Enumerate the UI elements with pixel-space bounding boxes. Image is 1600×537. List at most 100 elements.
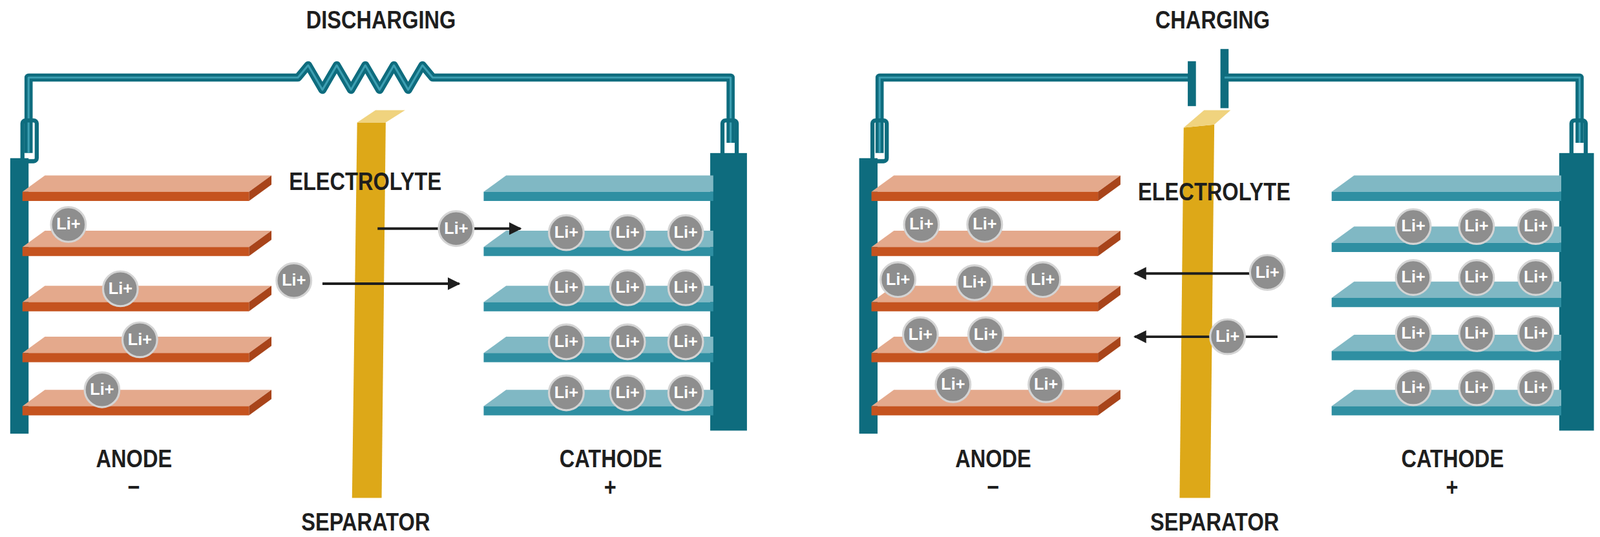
lithium-ion: Li+: [1027, 366, 1065, 404]
ion-label: Li+: [615, 333, 640, 350]
ion-label: Li+: [908, 326, 933, 343]
ion-label: Li+: [281, 272, 306, 289]
ion-label: Li+: [972, 216, 997, 233]
ion-label: Li+: [1215, 328, 1240, 345]
wire: [1224, 77, 1580, 143]
ion-arrow: [322, 282, 460, 285]
ion-label: Li+: [1523, 218, 1548, 235]
ion-label: Li+: [554, 279, 579, 296]
charging-cell: [859, 49, 1595, 499]
lithium-ion: Li+: [1517, 208, 1555, 245]
part-label: ANODE: [954, 447, 1031, 472]
ion-label: Li+: [962, 274, 987, 291]
cathode-collector: [710, 153, 748, 432]
ion-label: Li+: [56, 216, 81, 233]
lithium-ion: Li+: [121, 321, 159, 358]
lithium-ion: Li+: [667, 374, 705, 412]
lithium-ion: Li+: [609, 214, 647, 252]
ion-label: Li+: [1523, 325, 1548, 342]
lithium-ion: Li+: [1458, 369, 1496, 407]
lithium-ion: Li+: [967, 316, 1005, 354]
part-label: SEPARATOR: [1149, 510, 1279, 536]
lithium-ion: Li+: [1458, 259, 1496, 296]
ion-label: Li+: [89, 381, 114, 399]
lithium-ion: Li+: [667, 269, 705, 307]
ion-label: Li+: [615, 279, 640, 296]
ion-label: Li+: [615, 224, 640, 241]
lithium-ion: Li+: [1517, 315, 1555, 353]
lithium-ion: Li+: [547, 269, 585, 307]
ion-label: Li+: [1030, 271, 1055, 288]
ion-label: Li+: [1523, 269, 1548, 286]
lithium-ion: Li+: [83, 371, 121, 409]
ion-label: Li+: [1400, 379, 1425, 396]
ion-label: Li+: [1400, 269, 1425, 286]
lithium-ion: Li+: [609, 323, 647, 361]
ion-label: Li+: [940, 376, 965, 393]
lithium-ion: Li+: [1395, 259, 1432, 296]
lithium-ion: Li+: [1395, 315, 1432, 353]
part-label: ANODE: [95, 447, 172, 472]
ion-label: Li+: [1400, 325, 1425, 342]
part-label: CATHODE: [558, 447, 662, 472]
lithium-ion: Li+: [1458, 208, 1496, 245]
lithium-ion: Li+: [1517, 369, 1555, 407]
mode-heading: CHARGING: [1154, 8, 1270, 33]
ion-label: Li+: [973, 326, 998, 343]
part-label: +: [604, 475, 617, 501]
part-label: SEPARATOR: [300, 510, 430, 536]
ion-label: Li+: [554, 333, 579, 350]
lithium-ion: Li+: [1395, 369, 1432, 407]
part-label: CATHODE: [1400, 447, 1504, 472]
cathode-collector: [1559, 153, 1595, 432]
lithium-ion: Li+: [49, 206, 87, 243]
part-label: ELECTROLYTE: [1137, 179, 1291, 205]
ion-label: Li+: [885, 271, 910, 288]
ion-label: Li+: [673, 279, 698, 296]
ion-label: Li+: [673, 224, 698, 241]
ion-label: Li+: [1464, 325, 1489, 342]
ion-label: Li+: [1033, 376, 1058, 393]
ion-label: Li+: [615, 384, 640, 401]
lithium-ion: Li+: [902, 316, 939, 354]
ion-arrow: [1134, 335, 1278, 338]
ion-label: Li+: [554, 224, 579, 241]
terminal: [1187, 61, 1197, 106]
discharging-cell: [10, 65, 748, 499]
lithium-ion: Li+: [609, 374, 647, 412]
lithium-ion: Li+: [275, 262, 313, 300]
ion-label: Li+: [1464, 218, 1489, 235]
ion-label: Li+: [554, 384, 579, 401]
lithium-ion: Li+: [437, 210, 475, 247]
lithium-ion: Li+: [879, 261, 917, 298]
lithium-ion: Li+: [547, 323, 585, 361]
lithium-ion: Li+: [667, 214, 705, 252]
ion-label: Li+: [1400, 218, 1425, 235]
mode-heading: DISCHARGING: [305, 8, 456, 33]
lithium-ion: Li+: [1458, 315, 1496, 353]
lithium-ion: Li+: [547, 374, 585, 412]
ion-label: Li+: [673, 333, 698, 350]
lithium-ion: Li+: [1209, 318, 1246, 356]
lithium-ion: Li+: [1024, 261, 1062, 298]
ion-label: Li+: [1464, 269, 1489, 286]
ion-label: Li+: [1523, 379, 1548, 396]
ion-label: Li+: [443, 220, 468, 237]
ion-label: Li+: [1255, 264, 1280, 281]
lithium-ion: Li+: [667, 323, 705, 361]
lithium-ion: Li+: [934, 366, 972, 404]
ion-label: Li+: [673, 384, 698, 401]
part-label: ELECTROLYTE: [288, 169, 442, 194]
ion-arrow: [1134, 272, 1252, 275]
lithium-ion: Li+: [1395, 208, 1432, 245]
ion-label: Li+: [1464, 379, 1489, 396]
lithium-ion: Li+: [1517, 259, 1555, 296]
lithium-ion: Li+: [903, 206, 941, 243]
part-label: −: [127, 475, 140, 501]
lithium-ion: Li+: [609, 269, 647, 307]
wire: [879, 77, 1190, 154]
ion-label: Li+: [108, 280, 133, 297]
ion-label: Li+: [127, 331, 152, 348]
